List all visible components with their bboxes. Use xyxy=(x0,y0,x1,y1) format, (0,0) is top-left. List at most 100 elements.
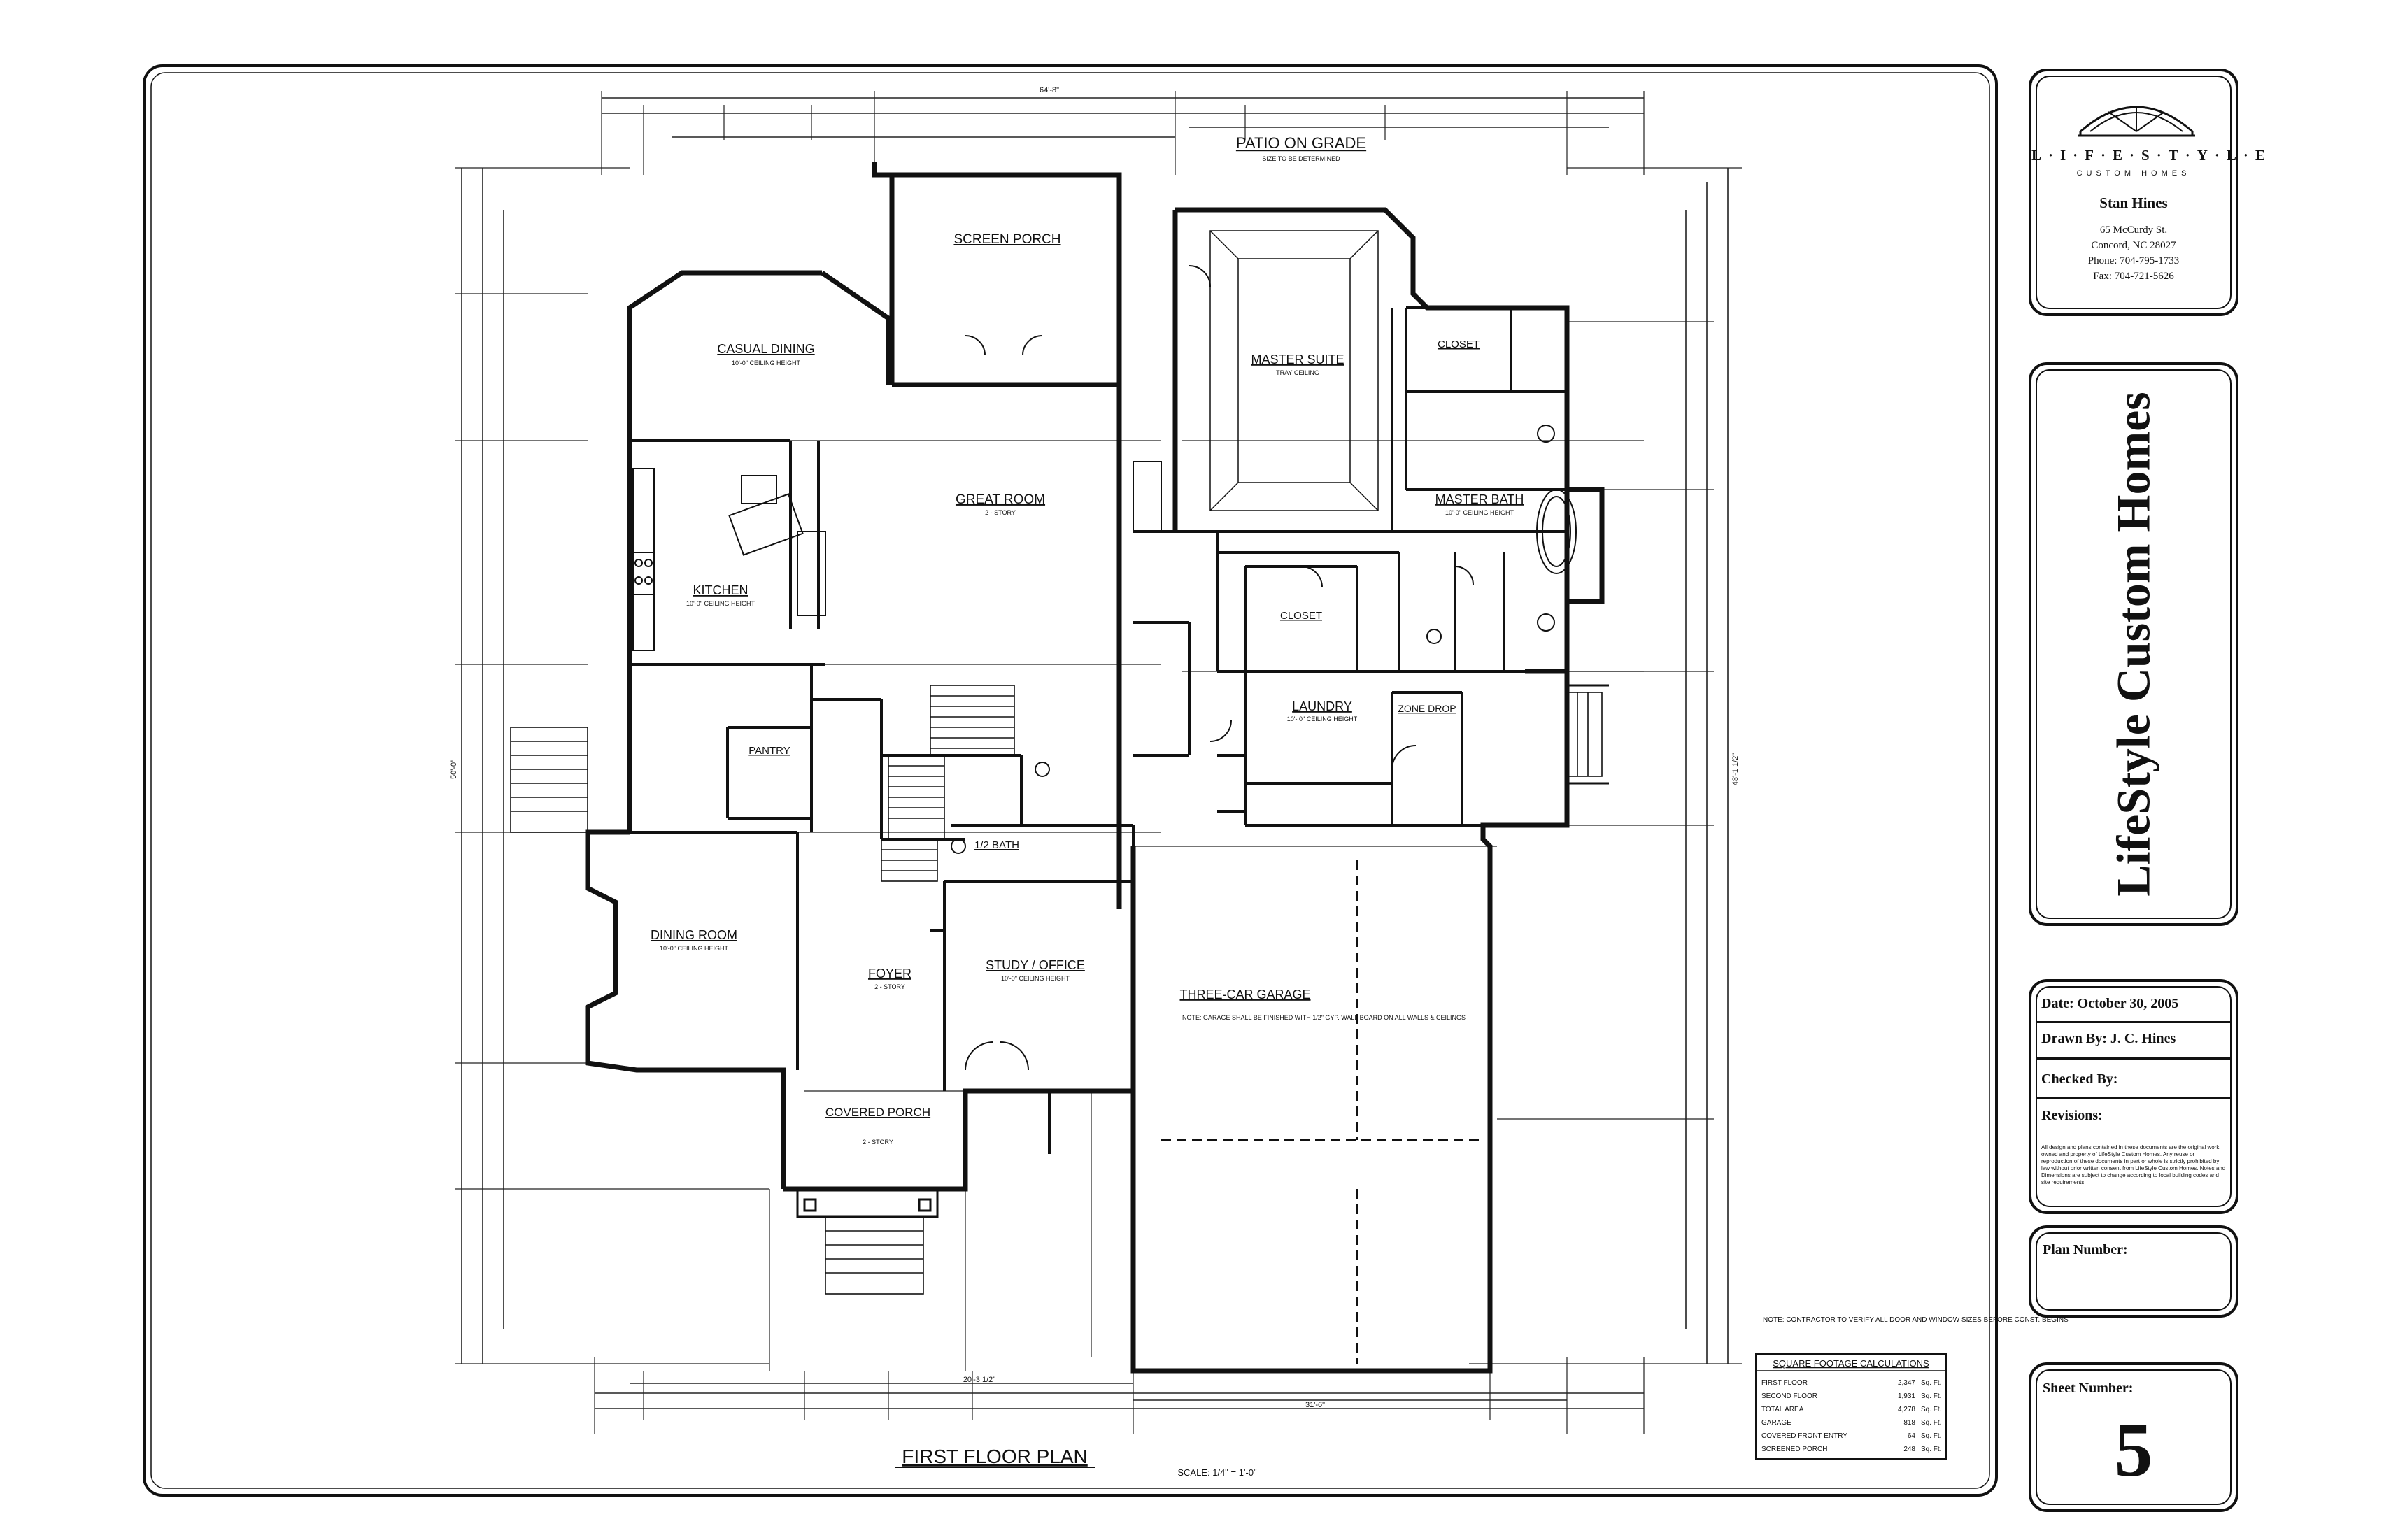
label-covered-porch: COVERED PORCH xyxy=(825,1106,930,1119)
garage-door-lines xyxy=(1161,860,1483,1364)
covered-porch-outline xyxy=(796,1189,939,1218)
label-master-bath: MASTER BATH xyxy=(1435,492,1524,506)
label-foyer: FOYER xyxy=(868,967,911,981)
logo-subtitle: CUSTOM HOMES xyxy=(2076,169,2191,178)
dim-bottom-b: 31'-6" xyxy=(1305,1401,1325,1409)
label-screen-porch: SCREEN PORCH xyxy=(953,232,1060,247)
label-great-room: GREAT ROOM xyxy=(956,492,1045,507)
label-covered-porch-ceiling: 2 - STORY xyxy=(863,1139,893,1146)
sheet-number-panel: Sheet Number: 5 xyxy=(2029,1362,2238,1512)
sqft-heading: SQUARE FOOTAGE CALCULATIONS xyxy=(1773,1358,1929,1369)
label-master-suite-ceiling: TRAY CEILING xyxy=(1276,369,1319,376)
label-kitchen-ceiling: 10'-0" CEILING HEIGHT xyxy=(686,600,755,607)
dim-right-overall: 48'-1 1/2" xyxy=(1731,753,1740,785)
contractor-note: NOTE: CONTRACTOR TO VERIFY ALL DOOR AND … xyxy=(1763,1316,2069,1324)
sheet-number-panel-inner xyxy=(2036,1369,2232,1505)
phone: Phone: 704-795-1733 xyxy=(2087,255,2180,266)
room-labels: PATIO ON GRADE SIZE TO BE DETERMINED SCR… xyxy=(450,86,2069,1409)
designer-name: Stan Hines xyxy=(2099,194,2168,211)
sqft-row-label: SCREENED PORCH xyxy=(1761,1446,1827,1453)
sqft-row-label: GARAGE xyxy=(1761,1419,1791,1427)
sqft-row-label: FIRST FLOOR xyxy=(1761,1379,1808,1387)
tray-ceiling xyxy=(1209,230,1379,511)
label-study: STUDY / OFFICE xyxy=(986,958,1085,972)
plan-number-panel-inner xyxy=(2036,1232,2232,1311)
label-pantry: PANTRY xyxy=(748,745,790,757)
label-great-room-ceiling: 2 - STORY xyxy=(985,509,1016,516)
sqft-row-value: 4,278 xyxy=(1898,1406,1915,1413)
sqft-row-value: 248 xyxy=(1903,1446,1915,1453)
label-master-bath-ceiling: 10'-0" CEILING HEIGHT xyxy=(1445,509,1514,516)
dim-bottom-a: 20'-3 1/2" xyxy=(963,1376,995,1384)
revisions-field: Revisions: xyxy=(2041,1108,2103,1123)
logo-wordmark: L·I·F·E·S·T·Y·L·E xyxy=(2031,147,2272,164)
dim-left-overall: 50'-0" xyxy=(450,760,458,779)
label-kitchen: KITCHEN xyxy=(693,583,748,597)
label-closet-lower: CLOSET xyxy=(1280,610,1322,622)
dimension-lines xyxy=(455,91,1742,1434)
label-study-ceiling: 10'-0" CEILING HEIGHT xyxy=(1001,975,1070,982)
brand-panel-inner xyxy=(2036,369,2232,919)
sqft-row-value: 64 xyxy=(1908,1432,1916,1440)
sqft-row-unit: Sq. Ft. xyxy=(1921,1419,1941,1427)
label-laundry-ceiling: 10'- 0" CEILING HEIGHT xyxy=(1287,715,1358,722)
sqft-row-unit: Sq. Ft. xyxy=(1921,1406,1941,1413)
brand-panel: LifeStyle Custom Homes xyxy=(2029,362,2238,926)
plan-number-panel: Plan Number: xyxy=(2029,1225,2238,1318)
sqft-table: SQUARE FOOTAGE CALCULATIONS FIRST FLOOR 2… xyxy=(1755,1353,1947,1460)
fixtures xyxy=(632,265,1577,1071)
sqft-row-label: SECOND FLOOR xyxy=(1761,1392,1817,1400)
label-casual-dining: CASUAL DINING xyxy=(717,342,814,356)
label-patio: PATIO ON GRADE xyxy=(1236,134,1366,152)
label-foyer-ceiling: 2 - STORY xyxy=(874,983,905,990)
address-line-1: 65 McCurdy St. xyxy=(2099,224,2168,236)
label-closet-upper: CLOSET xyxy=(1438,338,1480,350)
info-divider-1 xyxy=(2036,1021,2232,1023)
plan-title: FIRST FLOOR PLAN xyxy=(902,1446,1088,1467)
label-zone-drop: ZONE DROP xyxy=(1398,703,1456,714)
info-divider-2 xyxy=(2036,1057,2232,1060)
sqft-row-unit: Sq. Ft. xyxy=(1921,1392,1941,1400)
sqft-row-value: 1,931 xyxy=(1898,1392,1915,1400)
stairs xyxy=(510,685,1603,1295)
label-dining-room: DINING ROOM xyxy=(651,928,737,942)
label-half-bath: 1/2 BATH xyxy=(974,839,1019,851)
label-master-suite: MASTER SUITE xyxy=(1251,352,1344,366)
brand-name: LifeStyle Custom Homes xyxy=(2106,392,2160,897)
label-casual-dining-ceiling: 10'-0" CEILING HEIGHT xyxy=(732,359,800,366)
checked-by-field: Checked By: xyxy=(2041,1071,2118,1087)
designer-address: 65 McCurdy St. Concord, NC 28027 Phone: … xyxy=(2031,222,2236,284)
logo-panel: L·I·F·E·S·T·Y·L·E CUSTOM HOMES Stan Hine… xyxy=(2029,69,2272,316)
plan-scale: SCALE: 1/4" = 1'-0" xyxy=(1177,1467,1257,1478)
sheet-border xyxy=(143,64,1998,1497)
label-garage: THREE-CAR GARAGE xyxy=(1179,988,1310,1001)
logo-panel-inner xyxy=(2036,76,2232,309)
label-dining-room-ceiling: 10'-0" CEILING HEIGHT xyxy=(660,945,728,952)
address-line-2: Concord, NC 28027 xyxy=(2091,240,2176,251)
sheet-number-label: Sheet Number: xyxy=(2043,1381,2134,1396)
sheet-inner-border xyxy=(150,72,1990,1489)
fax: Fax: 704-721-5626 xyxy=(2093,271,2174,282)
label-patio-note: SIZE TO BE DETERMINED xyxy=(1262,155,1340,162)
info-panel: Date: October 30, 2005 Drawn By: J. C. H… xyxy=(2029,979,2238,1214)
sqft-row-label: COVERED FRONT ENTRY xyxy=(1761,1432,1847,1440)
sqft-row-label: TOTAL AREA xyxy=(1761,1406,1804,1413)
copyright-notice: All design and plans contained in these … xyxy=(2041,1144,2226,1185)
interior-walls xyxy=(630,306,1567,1091)
drawn-by-field: Drawn By: J. C. Hines xyxy=(2041,1031,2176,1046)
label-laundry: LAUNDRY xyxy=(1292,699,1352,713)
dim-top-overall: 64'-8" xyxy=(1040,86,1059,94)
sqft-row-unit: Sq. Ft. xyxy=(1921,1432,1941,1440)
sqft-row-unit: Sq. Ft. xyxy=(1921,1446,1941,1453)
arch-logo-icon xyxy=(2078,106,2195,137)
garage-note: NOTE: GARAGE SHALL BE FINISHED WITH 1/2"… xyxy=(1182,1014,1466,1021)
plan-number-label: Plan Number: xyxy=(2043,1242,2128,1257)
sqft-row-value: 818 xyxy=(1903,1419,1915,1427)
sqft-row-value: 2,347 xyxy=(1898,1379,1915,1387)
date-field: Date: October 30, 2005 xyxy=(2041,996,2179,1011)
sheet-number: 5 xyxy=(2114,1407,2153,1492)
sqft-row-unit: Sq. Ft. xyxy=(1921,1379,1941,1387)
